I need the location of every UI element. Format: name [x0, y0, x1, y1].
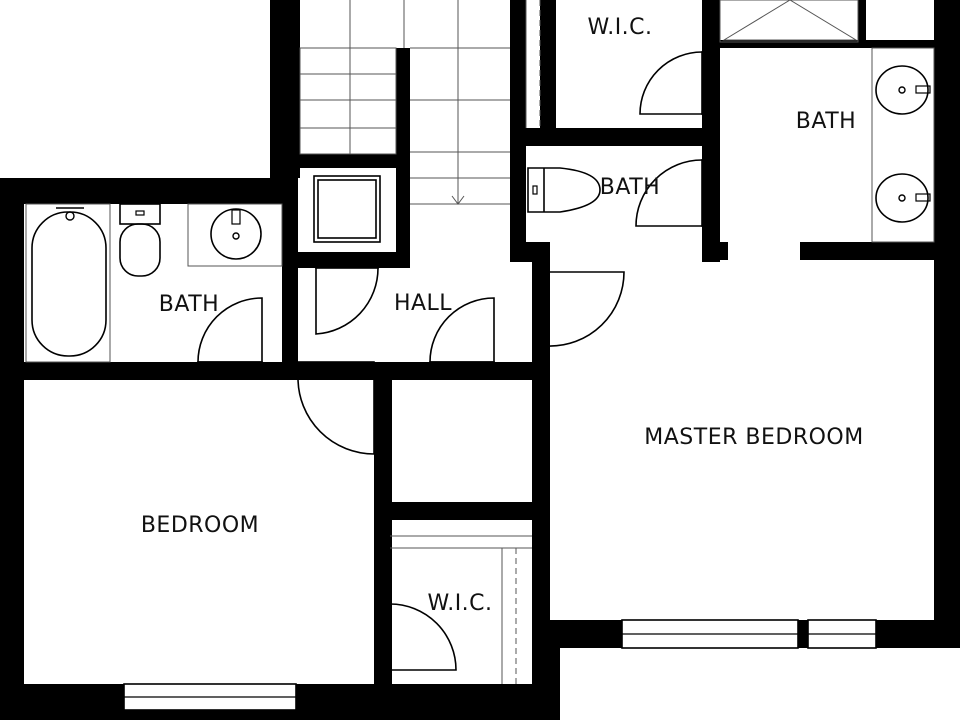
wall-segment — [396, 48, 410, 268]
master-bath-fixtures — [719, 0, 935, 243]
doors — [197, 51, 717, 671]
toilet-icon — [119, 203, 161, 225]
doorway-opening — [728, 242, 800, 260]
label-wic-top: W.I.C. — [587, 15, 652, 40]
label-bedroom: BEDROOM — [141, 513, 259, 538]
hall-bath-fixtures — [527, 167, 601, 213]
wall-segment — [702, 40, 960, 48]
wall-segment — [702, 0, 720, 262]
label-bath-master: BATH — [796, 109, 856, 134]
wall-segment — [0, 178, 298, 204]
wall-segment — [934, 0, 960, 648]
openings — [123, 242, 877, 711]
wall-segment — [0, 178, 24, 720]
wall-segment — [374, 362, 392, 702]
wall-segment — [290, 0, 300, 178]
label-bath-hall: BATH — [600, 175, 660, 200]
toilet-icon — [527, 167, 601, 213]
wall-segment — [298, 154, 410, 168]
sink-icon — [210, 208, 262, 260]
staircase — [299, 0, 510, 205]
label-bath-left: BATH — [159, 292, 219, 317]
wall-segment — [388, 502, 548, 520]
label-master-bedroom: MASTER BEDROOM — [644, 425, 863, 450]
sink-icon — [875, 173, 929, 223]
wall-segment — [282, 178, 298, 380]
sink-icon — [875, 65, 929, 115]
wall-segment — [298, 252, 410, 268]
left-bath-fixtures — [25, 203, 283, 363]
wall-segment — [540, 0, 556, 132]
wall-segment — [0, 362, 548, 380]
wall-segment — [540, 620, 560, 720]
wall-segment — [510, 128, 720, 146]
wall-segment — [858, 0, 866, 48]
wall-segment — [532, 258, 550, 720]
room-labels: W.I.C. BATH BATH BATH HALL MASTER BEDROO… — [141, 15, 863, 616]
closet-rods — [390, 0, 541, 684]
label-wic-bottom: W.I.C. — [427, 591, 492, 616]
label-hall: HALL — [394, 291, 452, 316]
cabinet-icon — [313, 175, 381, 243]
wall-segment — [526, 242, 550, 262]
